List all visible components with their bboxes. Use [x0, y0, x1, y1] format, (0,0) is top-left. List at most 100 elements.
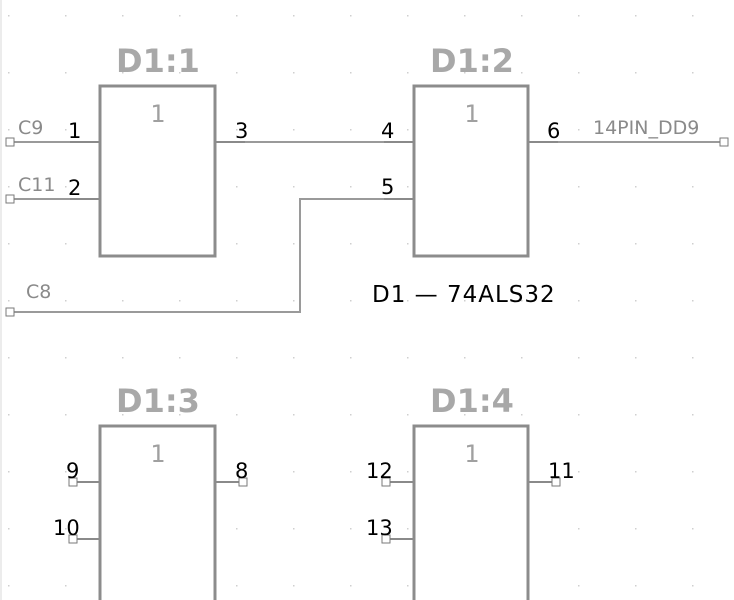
- gate-symbol: 1: [150, 440, 165, 468]
- grid-dot: [350, 243, 352, 245]
- grid-dot: [8, 72, 10, 74]
- grid-dot: [407, 129, 409, 131]
- grid-dot: [179, 72, 181, 74]
- pin-number: 4: [381, 119, 394, 143]
- gate-d1-3[interactable]: D1:3 1 9 10 8: [53, 382, 248, 600]
- gate-ref: D1:4: [430, 382, 514, 420]
- grid-dot: [8, 528, 10, 530]
- grid-dot: [464, 357, 466, 359]
- grid-dot: [293, 471, 295, 473]
- net-label-out: 14PIN_DD9: [593, 117, 699, 139]
- grid-dot: [635, 129, 637, 131]
- grid-dot: [236, 414, 238, 416]
- grid-dot: [122, 414, 124, 416]
- terminal-c8[interactable]: [5, 307, 15, 317]
- grid-dot: [122, 300, 124, 302]
- grid-dot: [350, 300, 352, 302]
- terminal-pin13[interactable]: [381, 534, 391, 544]
- grid-dot: [293, 414, 295, 416]
- grid-dot: [293, 129, 295, 131]
- grid-dot: [8, 414, 10, 416]
- grid-dot: [635, 357, 637, 359]
- grid-dot: [521, 15, 523, 17]
- grid-dot: [578, 186, 580, 188]
- grid-dot: [635, 72, 637, 74]
- grid-dot: [350, 129, 352, 131]
- grid-dot: [578, 471, 580, 473]
- grid-dot: [635, 15, 637, 17]
- terminal-pin12[interactable]: [381, 477, 391, 487]
- grid-dot: [578, 528, 580, 530]
- terminal-pin8[interactable]: [238, 477, 248, 487]
- grid-dot: [293, 528, 295, 530]
- gate-d1-1[interactable]: D1:1 1 1 2 3: [68, 42, 248, 258]
- grid-dot: [407, 357, 409, 359]
- pin-number: 9: [66, 459, 79, 483]
- pin-number: 12: [366, 459, 393, 483]
- grid-dot: [293, 72, 295, 74]
- grid-dot: [65, 243, 67, 245]
- grid-dot: [293, 243, 295, 245]
- grid-dot: [635, 528, 637, 530]
- wires: [14, 141, 720, 540]
- gate-d1-4[interactable]: D1:4 1 12 13 11: [366, 382, 575, 600]
- grid-dot: [692, 15, 694, 17]
- net-label-c8: C8: [26, 281, 51, 303]
- gate-symbol: 1: [464, 440, 479, 468]
- gate-ref: D1:2: [430, 42, 514, 80]
- grid-dot: [407, 15, 409, 17]
- grid-dot: [179, 414, 181, 416]
- net-label-c9: C9: [18, 117, 43, 139]
- grid-dot: [179, 15, 181, 17]
- grid-dot: [236, 243, 238, 245]
- grid-dot: [692, 528, 694, 530]
- grid-dot: [8, 471, 10, 473]
- terminal-c9[interactable]: [5, 137, 15, 147]
- grid-dot: [65, 471, 67, 473]
- grid-dot: [692, 357, 694, 359]
- grid-dot: [692, 471, 694, 473]
- grid-dot: [692, 186, 694, 188]
- pin-number: 5: [381, 175, 394, 199]
- grid-dot: [179, 357, 181, 359]
- grid-dot: [350, 528, 352, 530]
- grid-dot: [578, 243, 580, 245]
- terminal-out[interactable]: [719, 137, 729, 147]
- grid-dot: [293, 357, 295, 359]
- grid-dot: [65, 186, 67, 188]
- grid-dot: [236, 186, 238, 188]
- grid-dot: [578, 414, 580, 416]
- grid-dot: [635, 243, 637, 245]
- grid-dot: [407, 585, 409, 587]
- pin-number: 3: [235, 119, 248, 143]
- grid-dot: [350, 585, 352, 587]
- grid-dot: [692, 129, 694, 131]
- terminal-pin11[interactable]: [551, 477, 561, 487]
- grid-dot: [578, 15, 580, 17]
- terminal-pin9[interactable]: [68, 477, 78, 487]
- gate-symbol: 1: [150, 100, 165, 128]
- grid-dot: [350, 357, 352, 359]
- grid-dot: [578, 72, 580, 74]
- grid-dot: [521, 357, 523, 359]
- grid-dot: [692, 300, 694, 302]
- terminal-c11[interactable]: [5, 194, 15, 204]
- grid-dot: [350, 471, 352, 473]
- grid-dot: [122, 72, 124, 74]
- grid-dot: [293, 15, 295, 17]
- grid-dot: [464, 300, 466, 302]
- pin-number: 1: [68, 119, 81, 143]
- grid-dot: [236, 15, 238, 17]
- grid-dot: [8, 300, 10, 302]
- grid-dot: [635, 471, 637, 473]
- grid-dot: [293, 585, 295, 587]
- pin-number: 8: [235, 459, 248, 483]
- grid-dot: [635, 300, 637, 302]
- wire-c8-to-5[interactable]: [14, 198, 414, 313]
- gate-d1-2[interactable]: D1:2 1 4 5 6: [381, 42, 560, 258]
- grid-dot: [407, 414, 409, 416]
- grid-dot: [692, 414, 694, 416]
- grid-dot: [692, 243, 694, 245]
- terminal-pin10[interactable]: [68, 534, 78, 544]
